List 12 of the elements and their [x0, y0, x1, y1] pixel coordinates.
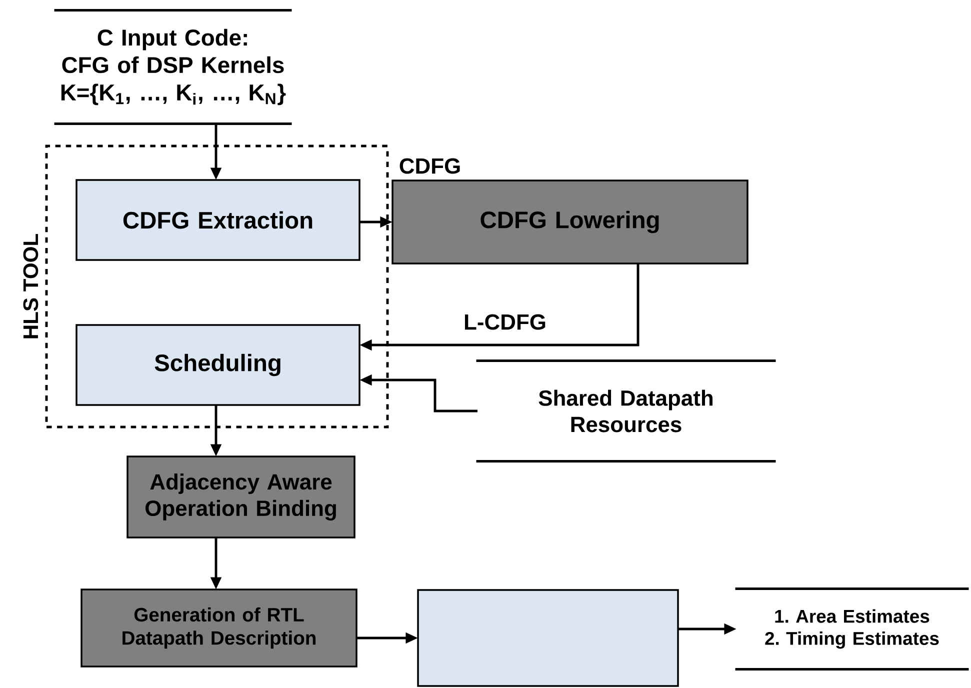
process-box: CDFG Lowering	[392, 180, 748, 264]
text-between-rules: 1. Area Estimates 2. Timing Estimates	[735, 588, 969, 670]
process-box	[417, 589, 679, 687]
edge-label: CDFG	[397, 156, 463, 176]
process-box: CDFG Extraction	[76, 179, 360, 261]
process-box: Scheduling	[76, 324, 360, 406]
process-box: Generation of RTL Datapath Description	[80, 588, 358, 668]
process-box: Adjacency Aware Operation Binding	[126, 456, 356, 538]
text-between-rules: Shared Datapath Resources	[476, 360, 776, 462]
edge-label: L-CDFG	[462, 312, 548, 332]
text-between-rules: C Input Code: CFG of DSP Kernels K={K$_{1}$, …, K$_{i}$, …, K$_{N}$}	[54, 9, 292, 125]
node-label: HLS TOOL	[23, 234, 38, 338]
